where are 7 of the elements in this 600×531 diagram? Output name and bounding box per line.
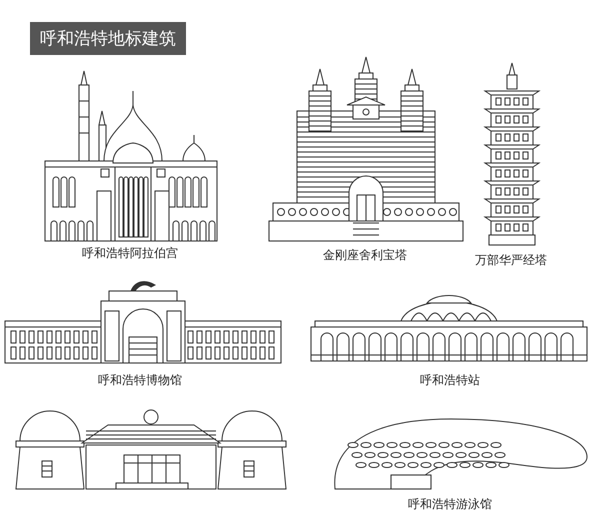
building-caption: 呼和浩特游泳馆: [408, 496, 492, 513]
building-caption: 万部华严经塔: [475, 252, 547, 269]
building-caption: 呼和浩特博物馆: [98, 372, 182, 389]
building-caption: 呼和浩特阿拉伯宫: [82, 245, 178, 262]
title-banner: 呼和浩特地标建筑: [30, 22, 186, 55]
building-caption: 金刚座舍利宝塔: [323, 247, 407, 264]
building-caption: 呼和浩特站: [420, 372, 480, 389]
